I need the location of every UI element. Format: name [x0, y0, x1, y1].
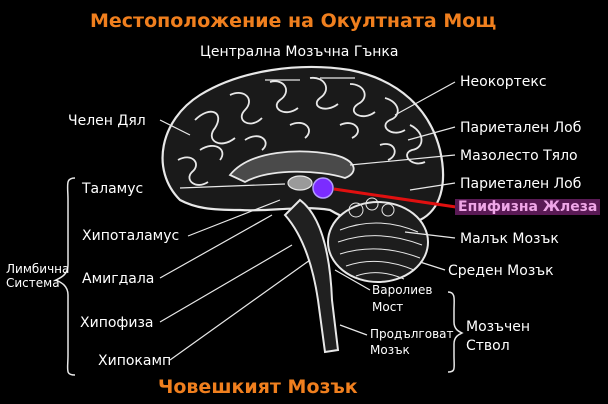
leader-lines	[159, 77, 456, 361]
brain-outline	[161, 65, 445, 228]
label-limbic-system: Лимбична Система	[6, 262, 70, 290]
label-cerebellum: Малък Мозък	[460, 231, 559, 247]
label-pituitary: Хипофиза	[80, 315, 154, 331]
label-hypothalamus: Хипоталамус	[82, 228, 180, 244]
label-amygdala: Амигдала	[82, 271, 155, 287]
diagram-bottom-title: Човешкият Мозък	[158, 376, 358, 398]
thalamus-shape	[287, 175, 313, 191]
label-pineal-gland: Епифизна Жлеза	[455, 199, 601, 215]
label-frontal-lobe: Челен Дял	[68, 113, 146, 129]
label-parietal-lobe-2: Париетален Лоб	[460, 176, 582, 192]
label-midbrain: Среден Мозък	[448, 263, 554, 279]
brainstem-brace	[447, 291, 464, 373]
label-corpus-callosum: Мазолесто Тяло	[460, 148, 578, 164]
cerebellum-shape	[327, 197, 429, 283]
limbic-brace	[54, 177, 76, 376]
pineal-pointer	[333, 187, 457, 209]
brainstem-shape	[283, 198, 340, 354]
corpus-callosum-shape	[228, 150, 355, 184]
label-neocortex: Неокортекс	[460, 74, 547, 90]
label-brainstem: Мозъчен Ствол	[466, 319, 531, 354]
gyri	[177, 77, 426, 186]
label-medulla: Продълговат Мозък	[370, 327, 454, 357]
label-central-sulcus: Централна Мозъчна Гънка	[200, 44, 399, 60]
label-parietal-lobe-1: Париетален Лоб	[460, 120, 582, 136]
pineal-gland-marker	[312, 177, 334, 199]
diagram-title: Местоположение на Окултната Мощ	[90, 10, 497, 32]
label-pons: Варолиев Мост	[372, 283, 433, 314]
label-thalamus: Таламус	[82, 181, 144, 197]
label-hippocampus: Хипокамп	[98, 353, 172, 369]
